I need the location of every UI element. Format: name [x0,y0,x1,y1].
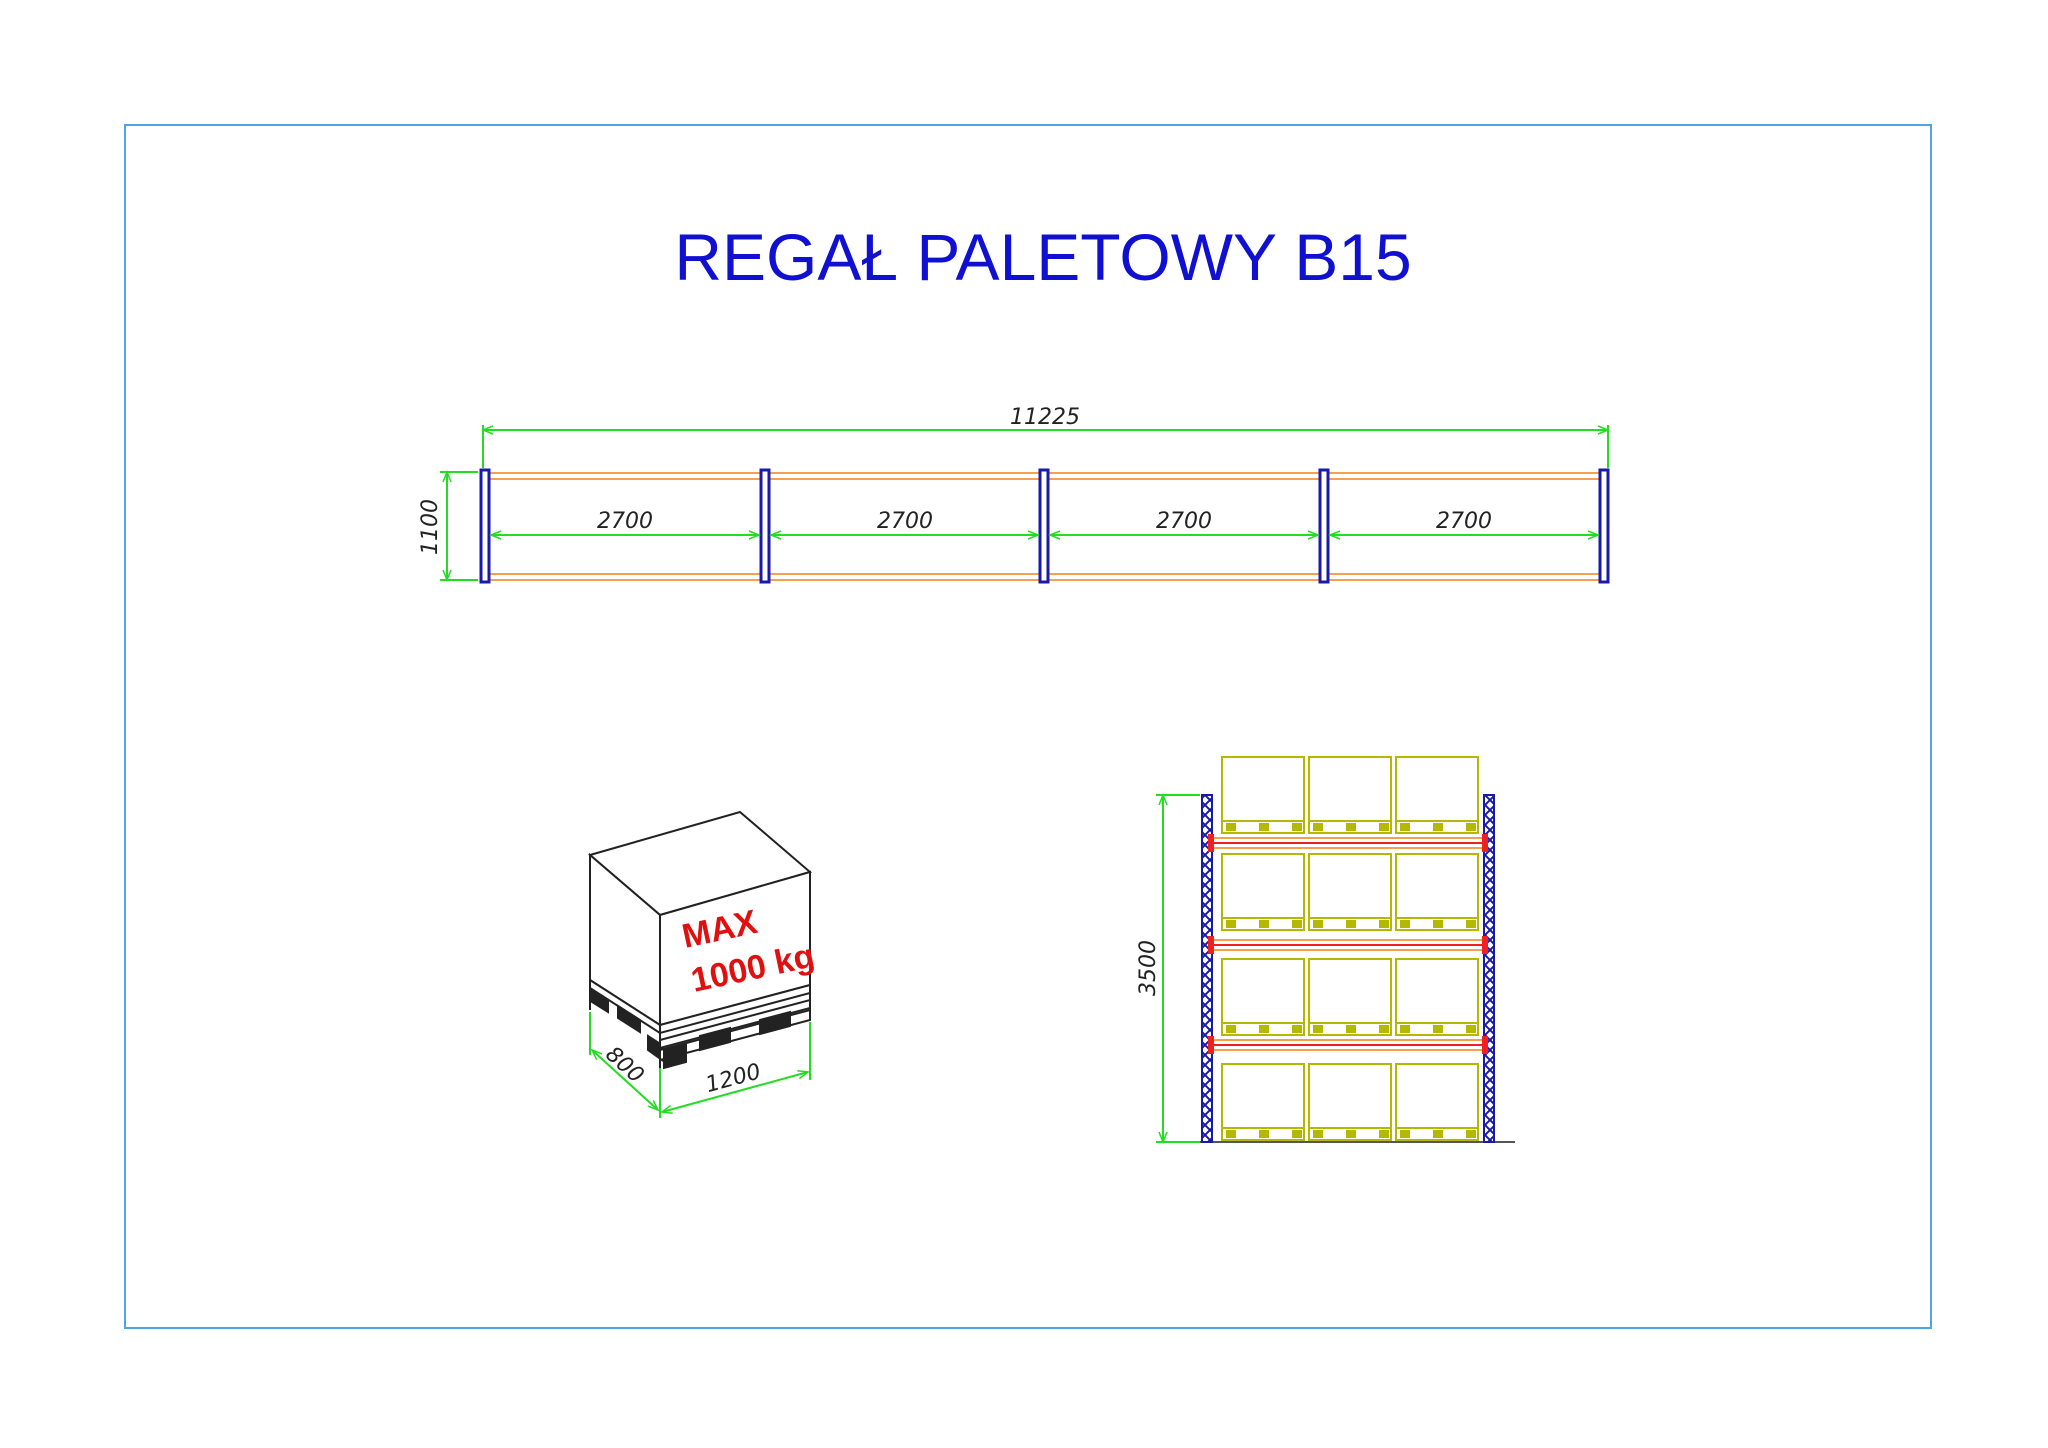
top-view: 11225 1100 2700 2700 2700 2700 [418,405,1610,584]
pallet-block [1292,1025,1302,1033]
pallet-block [1226,1130,1236,1138]
pallet-load-box [1308,756,1392,822]
bay-label-2: 2700 [877,509,933,534]
pallet-dimensions [589,1012,811,1118]
pallet-block [1259,1025,1269,1033]
pallet-block [1313,1025,1323,1033]
pallet-block [1433,920,1443,928]
right-upright [1483,794,1495,1143]
upright-1 [479,468,491,584]
top-view-uprights [479,468,1610,584]
pallet-block [1313,823,1323,831]
pallet-block [1292,823,1302,831]
pallet-load-box [1221,756,1305,822]
pallet-block [1313,1130,1323,1138]
pallet-block [1379,823,1389,831]
pallet-block [1400,1025,1410,1033]
pallet-block [1313,920,1323,928]
pallet-block [1379,1130,1389,1138]
pallet-block [1466,1025,1476,1033]
pallet-load-box [1221,853,1305,919]
pallet-block [1400,920,1410,928]
front-view: 3500 [1136,756,1515,1143]
beam-connector-left [1208,936,1214,954]
pallet-width-label: 800 [600,1042,648,1089]
depth-label: 1100 [418,499,443,555]
beam-connector-right [1482,1036,1488,1054]
upright-3 [1038,468,1050,584]
pallet-block [1226,1025,1236,1033]
pallet-load-box [1308,958,1392,1024]
pallet-block [1433,1130,1443,1138]
pallet-block [1433,1025,1443,1033]
pallet-load-box [1308,853,1392,919]
bay-label-1: 2700 [597,509,653,534]
pallet-block [1226,823,1236,831]
pallet-block [1292,920,1302,928]
upright-2 [759,468,771,584]
pallet-block [1259,1130,1269,1138]
bay-label-4: 2700 [1436,509,1492,534]
pallet-block [1466,1130,1476,1138]
height-label: 3500 [1136,940,1161,996]
pallet-block [1400,1130,1410,1138]
rack-levels [1208,756,1488,1141]
pallet-load-box [1395,756,1479,822]
pallet-block [1346,1025,1356,1033]
left-upright [1201,794,1213,1143]
height-dimension [1156,795,1200,1142]
beam-connector-right [1482,834,1488,852]
pallet-load-box [1395,1063,1479,1129]
pallet-block [1400,823,1410,831]
pallet-block [1433,823,1443,831]
pallet-load-box [1395,853,1479,919]
total-length-dimension [483,425,1608,468]
pallet-block [1466,823,1476,831]
pallet-block [1379,920,1389,928]
drawing-title: REGAŁ PALETOWY B15 [674,220,1411,294]
pallet-block [1379,1025,1389,1033]
pallet-base [589,978,811,1070]
pallet-block [1292,1130,1302,1138]
beam-connector-left [1208,1036,1214,1054]
pallet-load-box [1395,958,1479,1024]
beam-connector-left [1208,834,1214,852]
beam-connector-right [1482,936,1488,954]
pallet-block [1259,823,1269,831]
total-length-label: 11225 [1010,405,1080,430]
pallet-block [1466,920,1476,928]
pallet-block [1346,823,1356,831]
pallet-load-box [1221,1063,1305,1129]
bay-label-3: 2700 [1156,509,1212,534]
upright-5 [1598,468,1610,584]
pallet-isometric: MAX 1000 kg 800 1200 [587,810,818,1118]
pallet-block [1346,1130,1356,1138]
depth-dimension [440,472,478,580]
pallet-block [1226,920,1236,928]
pallet-load-box [1308,1063,1392,1129]
sheet-border [124,124,1932,1329]
pallet-block [1259,920,1269,928]
pallet-block [1346,920,1356,928]
upright-4 [1318,468,1330,584]
pallet-load-box [1221,958,1305,1024]
